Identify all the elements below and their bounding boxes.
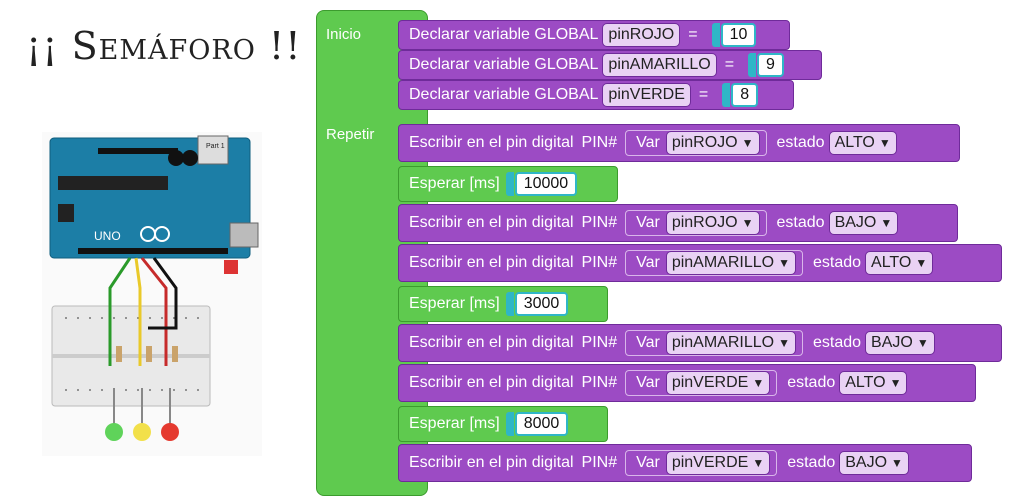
yellow-led xyxy=(133,423,151,441)
chevron-down-icon: ▼ xyxy=(891,456,903,470)
digital-write-block[interactable]: Escribir en el pin digital PIN# Var pinA… xyxy=(398,324,1002,362)
number-input[interactable]: 8000 xyxy=(514,412,569,436)
variable-dropdown[interactable]: pinROJO▼ xyxy=(665,131,760,155)
number-input[interactable]: 10000 xyxy=(514,172,578,196)
arduino-board xyxy=(49,137,251,259)
part-label: Part 1 xyxy=(206,143,225,150)
variable-name-field[interactable]: pinROJO xyxy=(602,23,681,47)
green-wire xyxy=(108,257,132,366)
wait-block[interactable]: Esperar [ms] 3000 xyxy=(398,286,608,322)
number-input[interactable]: 8 xyxy=(731,83,759,107)
wait-block[interactable]: Esperar [ms] 10000 xyxy=(398,166,618,202)
red-led xyxy=(161,423,179,441)
black-wire xyxy=(148,257,178,330)
chevron-down-icon: ▼ xyxy=(880,216,893,230)
chevron-down-icon: ▼ xyxy=(741,136,754,150)
digital-write-block[interactable]: Escribir en el pin digital PIN# Var pinA… xyxy=(398,244,1002,282)
state-dropdown[interactable]: BAJO▼ xyxy=(865,331,935,355)
red-wire xyxy=(140,257,168,366)
arduino-circuit-illustration: Part 1 UNO xyxy=(42,132,262,456)
digital-write-block[interactable]: Escribir en el pin digital PIN# Var pinR… xyxy=(398,124,960,162)
chevron-down-icon: ▼ xyxy=(752,376,765,390)
uno-label: UNO xyxy=(94,229,121,243)
digital-write-block[interactable]: Escribir en el pin digital PIN# Var pinV… xyxy=(398,364,976,402)
variable-name-field[interactable]: pinVERDE xyxy=(602,83,691,107)
variable-dropdown[interactable]: pinAMARILLO▼ xyxy=(665,251,796,275)
digital-write-block[interactable]: Escribir en el pin digital PIN# Var pinR… xyxy=(398,204,958,242)
chevron-down-icon: ▼ xyxy=(752,456,765,470)
chevron-down-icon: ▼ xyxy=(915,256,928,270)
inicio-label: Inicio xyxy=(326,26,362,43)
state-dropdown[interactable]: ALTO▼ xyxy=(839,371,908,395)
variable-dropdown[interactable]: pinROJO▼ xyxy=(665,211,760,235)
variable-dropdown[interactable]: pinAMARILLO▼ xyxy=(665,331,796,355)
state-dropdown[interactable]: ALTO▼ xyxy=(865,251,934,275)
state-dropdown[interactable]: BAJO▼ xyxy=(839,451,909,475)
chevron-down-icon: ▼ xyxy=(741,216,754,230)
declare-global-pinverde-block[interactable]: Declarar variable GLOBAL pinVERDE = 8 xyxy=(398,80,794,110)
declare-global-pinrojo-block[interactable]: Declarar variable GLOBAL pinROJO = 10 xyxy=(398,20,790,50)
repetir-label: Repetir xyxy=(326,126,375,143)
chevron-down-icon: ▼ xyxy=(878,136,891,150)
page-title: ¡¡ Semáforo !! xyxy=(26,24,302,68)
chevron-down-icon: ▼ xyxy=(778,336,790,350)
variable-name-field[interactable]: pinAMARILLO xyxy=(602,53,717,77)
variable-dropdown[interactable]: pinVERDE▼ xyxy=(665,451,771,475)
number-input[interactable]: 3000 xyxy=(514,292,569,316)
number-input[interactable]: 9 xyxy=(757,53,784,77)
green-led xyxy=(105,423,123,441)
declare-global-pinamarillo-block[interactable]: Declarar variable GLOBAL pinAMARILLO = 9 xyxy=(398,50,822,80)
number-input[interactable]: 10 xyxy=(720,23,757,47)
wait-block[interactable]: Esperar [ms] 8000 xyxy=(398,406,608,442)
chevron-down-icon: ▼ xyxy=(916,336,929,350)
variable-dropdown[interactable]: pinVERDE▼ xyxy=(665,371,771,395)
state-dropdown[interactable]: BAJO▼ xyxy=(828,211,899,235)
yellow-wire xyxy=(134,257,142,366)
chevron-down-icon: ▼ xyxy=(778,256,790,270)
state-dropdown[interactable]: ALTO▼ xyxy=(828,131,897,155)
chevron-down-icon: ▼ xyxy=(889,376,902,390)
digital-write-block[interactable]: Escribir en el pin digital PIN# Var pinV… xyxy=(398,444,972,482)
